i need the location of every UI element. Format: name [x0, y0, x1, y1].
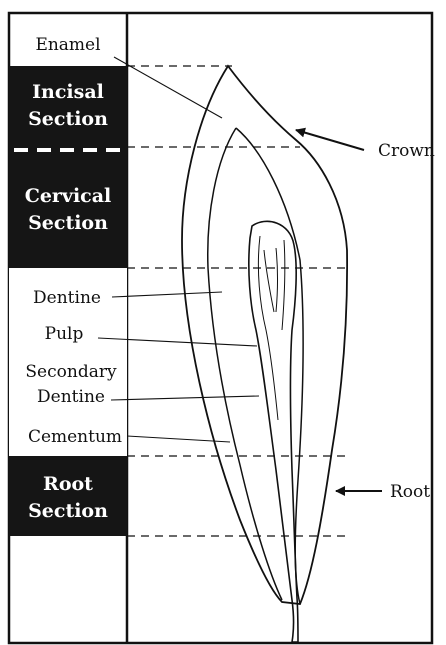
root-section-line2: Section — [28, 500, 108, 522]
secondary-dentine-label-line2: Dentine — [37, 387, 105, 407]
pulp-label: Pulp — [45, 324, 84, 344]
secondary-dentine-label-line1: Secondary — [25, 362, 117, 382]
incisal-section-line2: Section — [28, 108, 108, 130]
enamel-leader — [114, 57, 222, 118]
enamel-label: Enamel — [35, 35, 100, 55]
cervical-section-line1: Cervical — [25, 185, 112, 207]
incisal-section-line1: Incisal — [32, 81, 104, 103]
cervical-section-line2: Section — [28, 212, 108, 234]
cementum-label: Cementum — [28, 427, 122, 447]
secondary-dentine-leader — [111, 396, 259, 400]
tooth-outline — [182, 66, 347, 604]
enamel-dentine-boundary-left — [208, 128, 282, 600]
root-label: Root — [390, 482, 430, 502]
dentine-label: Dentine — [33, 288, 101, 308]
crown-arrow — [296, 130, 364, 150]
root-section-block — [9, 456, 127, 536]
dentine-leader — [112, 292, 222, 297]
crown-label: Crown — [378, 141, 435, 161]
root-section-line1: Root — [43, 473, 93, 495]
section-level-lines — [127, 66, 345, 536]
pulp-horn-detail — [258, 236, 284, 420]
cementum-leader — [127, 436, 230, 442]
